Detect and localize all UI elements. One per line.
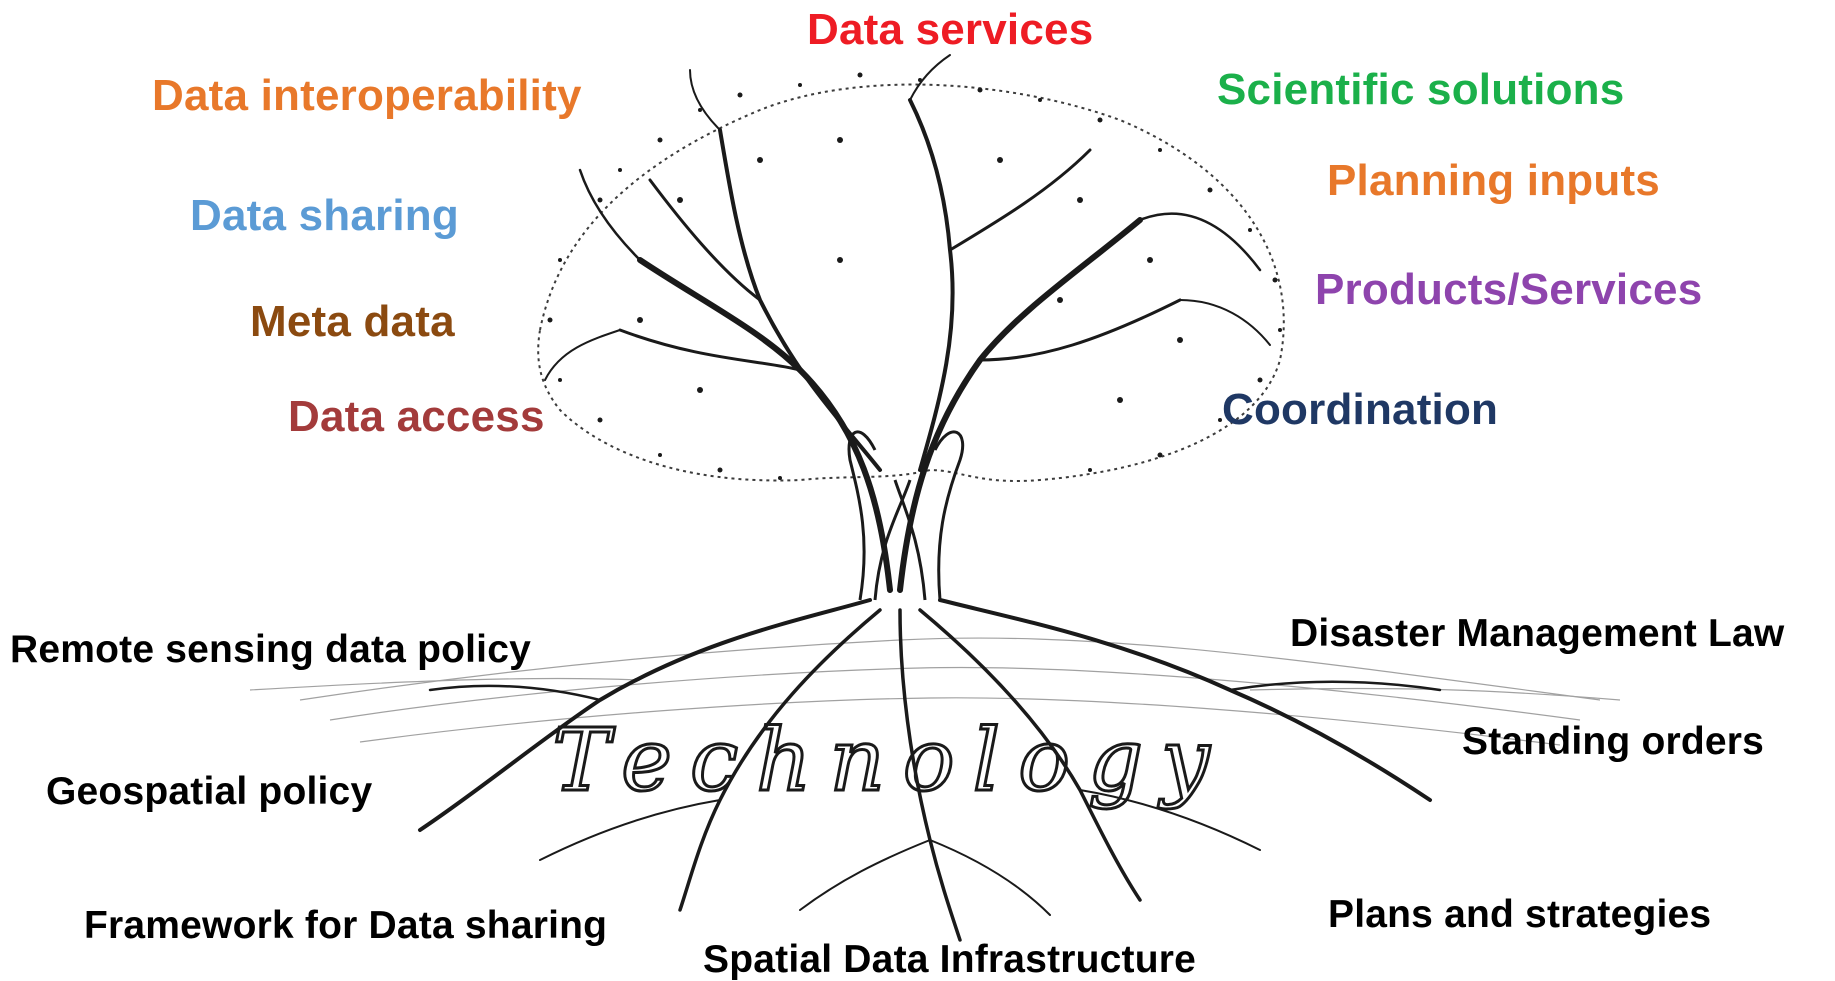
label-products-services: Products/Services xyxy=(1315,265,1703,314)
roots xyxy=(418,598,1442,942)
label-planning-inputs: Planning inputs xyxy=(1327,156,1660,205)
label-data-interoperability: Data interoperability xyxy=(152,71,582,120)
label-remote-sensing-data-policy: Remote sensing data policy xyxy=(10,628,531,671)
label-geospatial-policy: Geospatial policy xyxy=(46,770,373,813)
canopy xyxy=(537,83,1285,482)
trunk xyxy=(847,430,965,601)
label-scientific-solutions: Scientific solutions xyxy=(1217,65,1625,114)
label-standing-orders: Standing orders xyxy=(1462,720,1765,763)
label-plans-and-strategies: Plans and strategies xyxy=(1328,893,1712,936)
label-data-services: Data services xyxy=(807,5,1094,54)
label-spatial-data-infrastructure: Spatial Data Infrastructure xyxy=(703,938,1197,981)
label-disaster-management-law: Disaster Management Law xyxy=(1290,612,1785,655)
label-framework-for-data-sharing: Framework for Data sharing xyxy=(84,904,608,947)
label-data-sharing: Data sharing xyxy=(190,191,459,240)
label-meta-data: Meta data xyxy=(250,297,455,346)
label-coordination: Coordination xyxy=(1222,385,1499,434)
branches xyxy=(544,54,1271,593)
root-word: Technology xyxy=(552,711,1227,811)
leaf-speckles xyxy=(547,72,1282,480)
label-data-access: Data access xyxy=(288,392,545,441)
